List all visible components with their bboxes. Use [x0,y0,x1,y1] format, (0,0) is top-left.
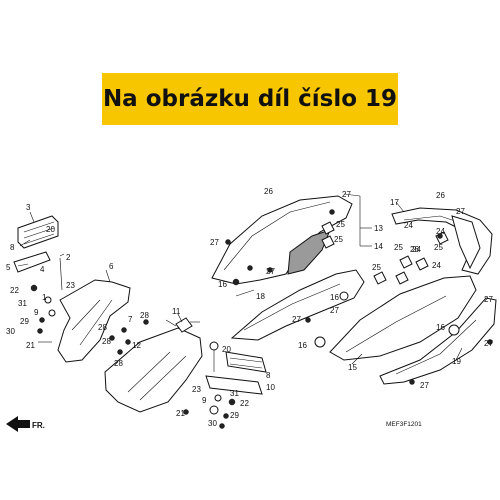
footrest-assembly-right [183,341,267,429]
callout-24b: 24 [436,227,445,236]
callout-29a: 29 [20,317,29,326]
callout-27g: 27 [484,295,493,304]
rear-side-cover-right [379,297,497,385]
callout-25b: 25 [334,235,343,244]
bolt-group-27 [225,209,493,385]
callout-4: 4 [40,265,45,274]
callout-23b: 23 [192,385,201,394]
clip-group-right [373,231,449,285]
washer-31 [44,296,52,304]
callout-17: 17 [390,198,399,207]
callout-25c: 25 [372,263,381,272]
callout-12: 12 [132,341,141,350]
callout-27a: 27 [342,190,351,199]
callout-26c: 26 [410,245,419,254]
callout-11: 11 [172,307,181,316]
callout-13: 13 [374,224,383,233]
callout-16d: 16 [436,323,445,332]
callout-28c: 28 [102,337,111,346]
callout-25e: 25 [434,243,443,252]
callout-18: 18 [256,292,265,301]
callout-20b: 20 [222,345,231,354]
callout-8: 8 [10,243,15,252]
callout-28a: 28 [140,311,149,320]
grommet-16 [314,336,326,348]
callout-22b: 22 [240,399,249,408]
callout-16b: 16 [330,293,339,302]
callout-3: 3 [26,203,31,212]
callout-25a: 25 [336,220,345,229]
washer-30 [37,328,43,334]
heel-guard-panel [104,327,203,413]
callout-27e: 27 [292,315,301,324]
callout-28b: 28 [98,323,107,332]
callout-22a: 22 [10,286,19,295]
bolt-23 [59,257,63,291]
callout-28d: 28 [114,359,123,368]
callout-15: 15 [348,363,357,372]
callout-30a: 30 [6,327,15,336]
callout-16c: 16 [298,341,307,350]
callout-24a: 24 [404,221,413,230]
grommet-16b [339,291,349,301]
callout-26a: 26 [264,187,273,196]
callout-14: 14 [374,242,383,251]
callout-5: 5 [6,263,11,272]
rear-side-cover-main [329,275,477,361]
callout-labels: 3 20 8 2 5 4 23 22 1 31 9 29 30 21 6 7 2… [6,187,493,428]
callout-2: 2 [66,253,71,262]
callout-19: 19 [452,357,461,366]
pin-9 [48,309,56,317]
part-number-banner: Na obrázku díl číslo 19 [102,73,398,125]
callout-20a: 20 [46,225,55,234]
banner-text: Na obrázku díl číslo 19 [102,86,398,112]
callout-8b: 8 [266,371,271,380]
front-label: FR. [32,421,45,430]
callout-27f: 27 [456,207,465,216]
leader-lines [17,193,463,365]
callout-1: 1 [42,293,47,302]
footrest-assembly-left [13,215,63,343]
footpeg-lower [13,251,51,273]
callout-23a: 23 [66,281,75,290]
callout-27i: 27 [484,339,493,348]
callout-26b: 26 [436,191,445,200]
front-direction-arrow: FR. [6,416,45,432]
callout-30b: 30 [208,419,217,428]
arrow-icon [6,416,30,432]
callout-25d: 25 [394,243,403,252]
callout-9a: 9 [34,308,39,317]
callout-27b: 27 [210,238,219,247]
callout-16a: 16 [218,280,227,289]
callout-24c: 24 [412,245,421,254]
callout-27d: 27 [330,306,339,315]
callout-21a: 21 [26,341,35,350]
callout-29b: 29 [230,411,239,420]
heel-guard-clip [175,317,193,333]
side-cover-inner [287,229,331,275]
callout-27h: 27 [420,381,429,390]
callout-24d: 24 [432,261,441,270]
callout-6: 6 [109,262,114,271]
callout-7: 7 [128,315,133,324]
callout-31a: 31 [18,299,27,308]
side-cover-upper [211,195,353,285]
grommet-16c [448,324,460,336]
nut-22 [30,284,38,292]
diagram-code: MEF3F1201 [386,421,422,428]
callout-9b: 9 [202,396,207,405]
clip-29 [39,317,45,323]
clip-group-top [321,221,335,249]
callout-27c: 27 [266,267,275,276]
callout-10: 10 [266,383,275,392]
grab-rail-bracket [451,215,481,270]
callout-21b: 21 [176,409,185,418]
callout-31b: 31 [230,389,239,398]
